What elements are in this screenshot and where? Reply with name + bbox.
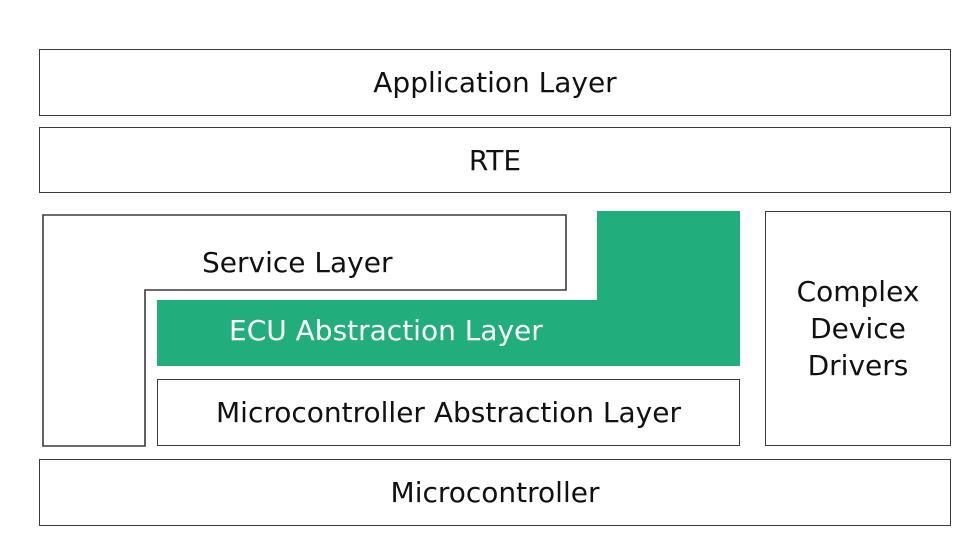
cdd-line-2: Device — [810, 312, 906, 345]
microcontroller-label: Microcontroller — [390, 476, 600, 509]
microcontroller-box: Microcontroller — [39, 459, 951, 526]
rte-label: RTE — [468, 143, 522, 177]
ecu-abstraction-layer-label: ECU Abstraction Layer — [229, 314, 543, 347]
service-layer-label: Service Layer — [202, 246, 393, 279]
complex-device-drivers-box: Complex Device Drivers — [765, 211, 951, 446]
microcontroller-abstraction-layer-label: Microcontroller Abstraction Layer — [216, 396, 681, 429]
cdd-line-3: Drivers — [807, 349, 909, 382]
application-layer-box: Application Layer — [39, 49, 951, 116]
ecu-abstraction-layer-shape — [157, 211, 740, 366]
complex-device-drivers-label: Complex Device Drivers — [797, 273, 920, 384]
rte-box: RTE — [39, 127, 951, 193]
microcontroller-abstraction-layer-box: Microcontroller Abstraction Layer — [157, 379, 740, 446]
application-layer-label: Application Layer — [373, 66, 617, 99]
service-layer-shape — [42, 214, 567, 447]
cdd-line-1: Complex — [796, 275, 920, 308]
